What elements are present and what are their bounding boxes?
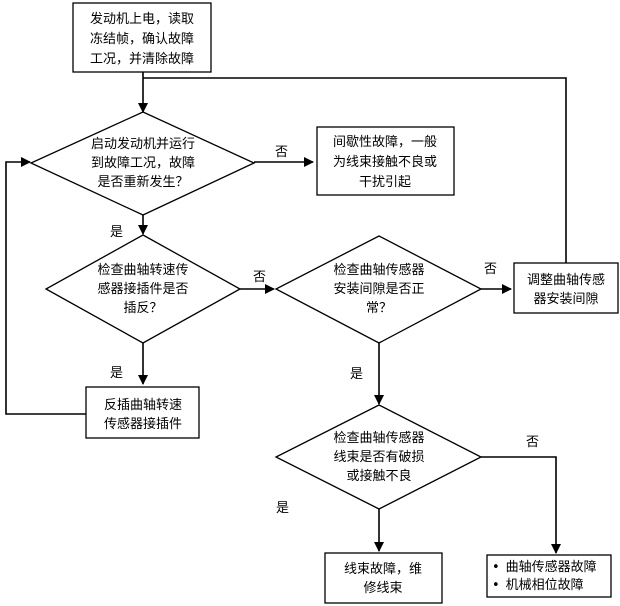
label-harness-yes: 是 (276, 501, 289, 516)
label-connector-no: 否 (253, 270, 266, 285)
svg-text:检查曲轴转速传感器接插件是否插反？: 检查曲轴转速传感器接插件是否插反？ (97, 263, 188, 316)
svg-text:线束故障，维修线束: 线束故障，维修线束 (344, 562, 422, 596)
svg-text:间歇性故障，一般为线束接触不良或干扰引起: 间歇性故障，一般为线束接触不良或干扰引起 (333, 134, 437, 190)
decision-gap: 检查曲轴传感器安装间隙是否正常？ (274, 235, 483, 344)
label-restart-yes: 是 (110, 225, 123, 240)
svg-text:•机械相位故障: •机械相位故障 (492, 578, 584, 593)
decision-harness: 检查曲轴传感器线束是否有破损或接触不良 (274, 404, 483, 510)
label-gap-no: 否 (484, 262, 497, 277)
label-connector-yes: 是 (110, 366, 123, 381)
label-gap-yes: 是 (350, 367, 363, 382)
svg-text:启动发动机并运行到故障工况，故障是否重新发生？: 启动发动机并运行到故障工况，故障是否重新发生？ (91, 136, 195, 190)
node-reinsert: 反插曲轴转速传感器接插件 (85, 386, 200, 439)
bullet-2: • (492, 578, 500, 593)
svg-text:反插曲轴转速传感器接插件: 反插曲轴转速传感器接插件 (104, 398, 182, 432)
bullet-1: • (492, 560, 500, 575)
connectors (5, 72, 567, 554)
svg-text:检查曲轴传感器安装间隙是否正常？: 检查曲轴传感器安装间隙是否正常？ (333, 262, 424, 316)
label-harness-no: 否 (526, 435, 539, 450)
node-intermittent: 间歇性故障，一般为线束接触不良或干扰引起 (316, 126, 455, 196)
decision-restart: 启动发动机并运行到故障工况，故障是否重新发生？ (29, 111, 256, 216)
node-sensor-fault: •曲轴传感器故障 •机械相位故障 (486, 554, 612, 598)
node-adjust-gap: 调整曲轴传感器安装间隙 (513, 262, 619, 314)
svg-text:发动机上电，读取冻结帧，确认故障工况，并清除故障: 发动机上电，读取冻结帧，确认故障工况，并清除故障 (90, 11, 194, 67)
node-start: 发动机上电，读取冻结帧，确认故障工况，并清除故障 (72, 2, 212, 73)
label-restart-no: 否 (275, 145, 288, 160)
node-harness-fault: 线束故障，维修线束 (324, 552, 443, 604)
edge-reinsert-loop (5, 157, 86, 415)
svg-text:检查曲轴传感器线束是否有破损或接触不良: 检查曲轴传感器线束是否有破损或接触不良 (333, 430, 424, 484)
edge-harness-no (481, 456, 561, 554)
edge-adjust-loop (143, 77, 567, 263)
decision-connector: 检查曲轴转速传感器接插件是否插反？ (44, 234, 242, 344)
edge-labels: 否 是 否 是 否 是 否 是 (110, 145, 539, 516)
svg-text:调整曲轴传感器安装间隙: 调整曲轴传感器安装间隙 (527, 272, 605, 307)
svg-text:•曲轴传感器故障: •曲轴传感器故障 (492, 559, 597, 575)
